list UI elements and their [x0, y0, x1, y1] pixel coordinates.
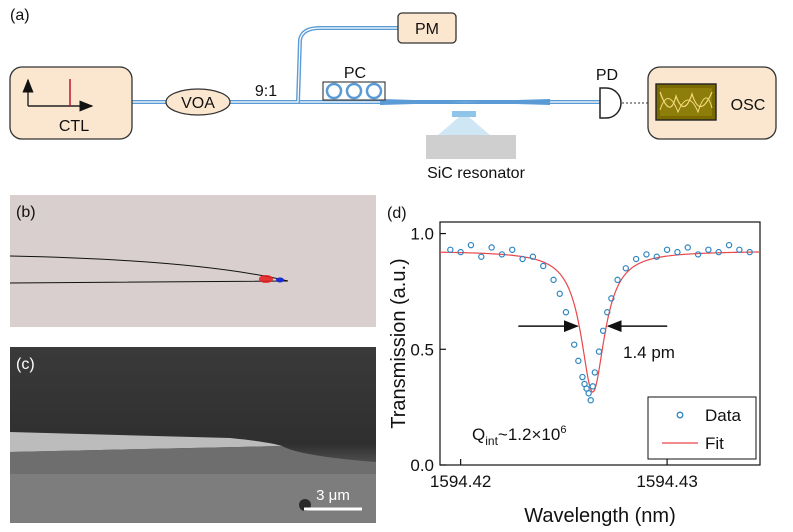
splitter-label: 9:1	[255, 83, 277, 100]
data-point	[736, 246, 743, 253]
data-point	[579, 373, 586, 381]
data-point	[632, 255, 640, 263]
plot-frame	[439, 221, 761, 466]
data-point	[509, 246, 516, 253]
ctl-label: CTL	[59, 118, 89, 135]
pc-element: PC	[322, 65, 386, 101]
data-point	[488, 244, 495, 251]
data-point	[608, 295, 615, 302]
pd-label: PD	[596, 67, 618, 84]
pd-element: PD	[596, 67, 648, 119]
data-point	[694, 251, 702, 258]
data-point	[529, 253, 537, 260]
pm-label: PM	[415, 21, 439, 38]
data-point	[478, 253, 485, 260]
data-point	[540, 262, 547, 270]
voa-label: VOA	[181, 95, 215, 112]
pc-label: PC	[344, 65, 366, 82]
data-point	[556, 290, 563, 297]
data-point	[575, 357, 582, 365]
panel-label-a: (a)	[10, 7, 30, 24]
sim-panel: (b)	[9, 195, 376, 327]
osc-label: OSC	[731, 97, 766, 114]
resonator-label: SiC resonator	[427, 165, 525, 182]
panel-label-d: (d)	[387, 205, 407, 222]
scalebar-label: 3 μm	[316, 487, 350, 504]
data-point	[595, 348, 603, 355]
data-point	[591, 369, 599, 376]
ctl-box: CTL	[9, 66, 133, 140]
fit-line	[439, 251, 761, 393]
panel-label-b: (b)	[16, 204, 36, 221]
data-point	[746, 248, 753, 256]
osc-box: OSC	[647, 66, 777, 140]
data-point	[498, 251, 506, 258]
sem-panel: 3 μm (c)	[10, 347, 376, 523]
pm-box: PM	[397, 12, 457, 44]
data-point	[585, 390, 592, 397]
data-point	[587, 397, 594, 404]
data-point	[614, 276, 621, 284]
data-point	[725, 241, 733, 249]
data-point	[705, 246, 712, 253]
x-tick-label: 1594.42	[430, 472, 491, 491]
legend-label-data: Data	[705, 406, 741, 425]
legend-label-fit: Fit	[705, 434, 724, 453]
y-axis-label: Transmission (a.u.)	[388, 258, 410, 428]
y-tick-label: 0.5	[410, 340, 434, 359]
data-point	[622, 265, 630, 272]
data-point	[599, 327, 607, 334]
data-point	[457, 248, 464, 256]
data-point	[715, 248, 722, 256]
data-point	[604, 309, 611, 316]
data-point	[674, 248, 681, 256]
data-point	[467, 241, 475, 249]
linewidth-label: 1.4 pm	[623, 343, 675, 362]
legend-marker-data	[676, 411, 684, 419]
data-point	[643, 251, 650, 258]
data-point	[589, 383, 596, 390]
data-point	[550, 276, 557, 284]
data-point	[684, 244, 691, 251]
x-tick-label: 1594.43	[636, 472, 697, 491]
y-tick-label: 0.0	[410, 456, 434, 475]
y-tick-label: 1.0	[410, 225, 434, 244]
x-axis-label: Wavelength (nm)	[524, 505, 676, 527]
data-point	[570, 341, 578, 348]
data-point	[653, 253, 660, 260]
data-point	[663, 246, 671, 253]
data-point	[562, 309, 570, 316]
resonator-stage: SiC resonator	[426, 111, 526, 182]
fiber-taper	[380, 99, 550, 105]
legend-box	[647, 396, 757, 460]
data-point	[519, 255, 526, 263]
voa-element: VOA	[165, 88, 231, 116]
panel-label-c: (c)	[16, 356, 35, 373]
q-factor-label: Qint~1.2×106	[472, 424, 566, 448]
data-point	[447, 246, 454, 253]
